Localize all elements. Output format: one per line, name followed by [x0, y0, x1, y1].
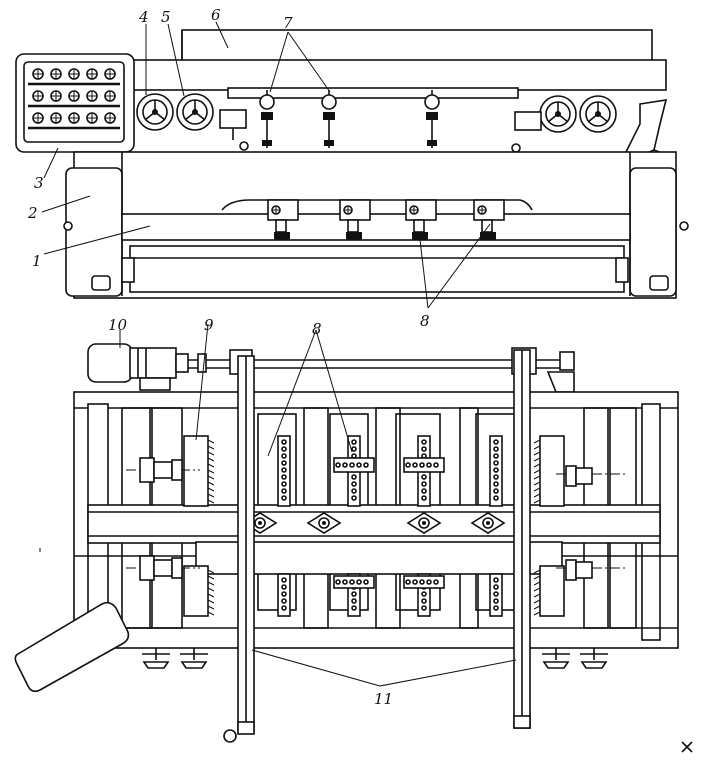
work-table [121, 213, 631, 241]
panel-knob [104, 68, 116, 80]
callout-1: 1 [32, 252, 42, 270]
panel-knob [68, 90, 80, 102]
panel-knob [68, 112, 80, 124]
gauge-3 [424, 90, 440, 148]
spindle-left-upper [126, 457, 200, 483]
callout-11: 11 [374, 690, 393, 708]
spindle-right-upper [556, 465, 626, 487]
leveling-foot [580, 648, 608, 669]
plan-view [14, 343, 693, 753]
callout-2: 2 [27, 204, 38, 222]
callout-8-front: 8 [420, 312, 430, 330]
clamp-head-front [473, 199, 505, 240]
top-beam [129, 59, 667, 91]
spindle-right-lower [556, 559, 626, 581]
leveling-foot [142, 648, 170, 669]
clamp-head-front [405, 199, 437, 240]
handwheel-left-1 [136, 93, 174, 131]
clamp-head-front [339, 199, 371, 240]
handwheel-left-2 [176, 93, 214, 131]
callout-4: 4 [138, 8, 149, 26]
clamp-head-front [267, 199, 299, 240]
callout-9: 9 [204, 316, 214, 334]
callout-10: 10 [108, 316, 128, 334]
gauge-1 [259, 90, 275, 148]
leveling-foot [542, 648, 570, 669]
panel-knob [50, 90, 62, 102]
panel-knob [86, 112, 98, 124]
callout-5: 5 [161, 8, 171, 26]
diamond-clamp [470, 512, 506, 534]
callout-3: 3 [34, 174, 44, 192]
clamp-bar-plan [277, 435, 291, 617]
panel-knob [32, 68, 44, 80]
panel-knob [32, 90, 44, 102]
drive-motor [87, 343, 189, 391]
callout-8-plan: 8 [312, 320, 322, 338]
cross-beam [87, 504, 661, 544]
lower-beam [129, 245, 625, 293]
panel-knob [50, 68, 62, 80]
panel-knob [86, 90, 98, 102]
clamp-bar-plan [333, 435, 375, 617]
leveling-foot [180, 648, 208, 669]
spindle-left-lower [126, 555, 200, 581]
gear-rack-right [533, 435, 565, 617]
guide-rail-right [513, 349, 531, 729]
handwheel-right-1 [539, 95, 577, 133]
handwheel-right-2 [579, 95, 617, 133]
upper-rail [227, 87, 519, 99]
gauge-2 [321, 90, 337, 148]
leader-lines [41, 21, 517, 687]
lower-bar [195, 541, 563, 575]
control-panel [15, 53, 135, 153]
upper-housing [181, 29, 653, 63]
callout-7: 7 [283, 14, 293, 32]
pendant-panel [14, 601, 130, 693]
callout-6: 6 [211, 6, 221, 24]
clamp-bar-plan [403, 435, 445, 617]
panel-knob [32, 112, 44, 124]
clamp-bar-plan [489, 435, 503, 617]
panel-knob [86, 68, 98, 80]
panel-knob [104, 90, 116, 102]
guide-rail-left [223, 355, 255, 743]
panel-knob [104, 112, 116, 124]
panel-knob [68, 68, 80, 80]
diamond-clamp [306, 512, 342, 534]
diamond-clamp [406, 512, 442, 534]
front-view [15, 29, 689, 299]
panel-knob [50, 112, 62, 124]
discharge-chute [622, 99, 671, 157]
